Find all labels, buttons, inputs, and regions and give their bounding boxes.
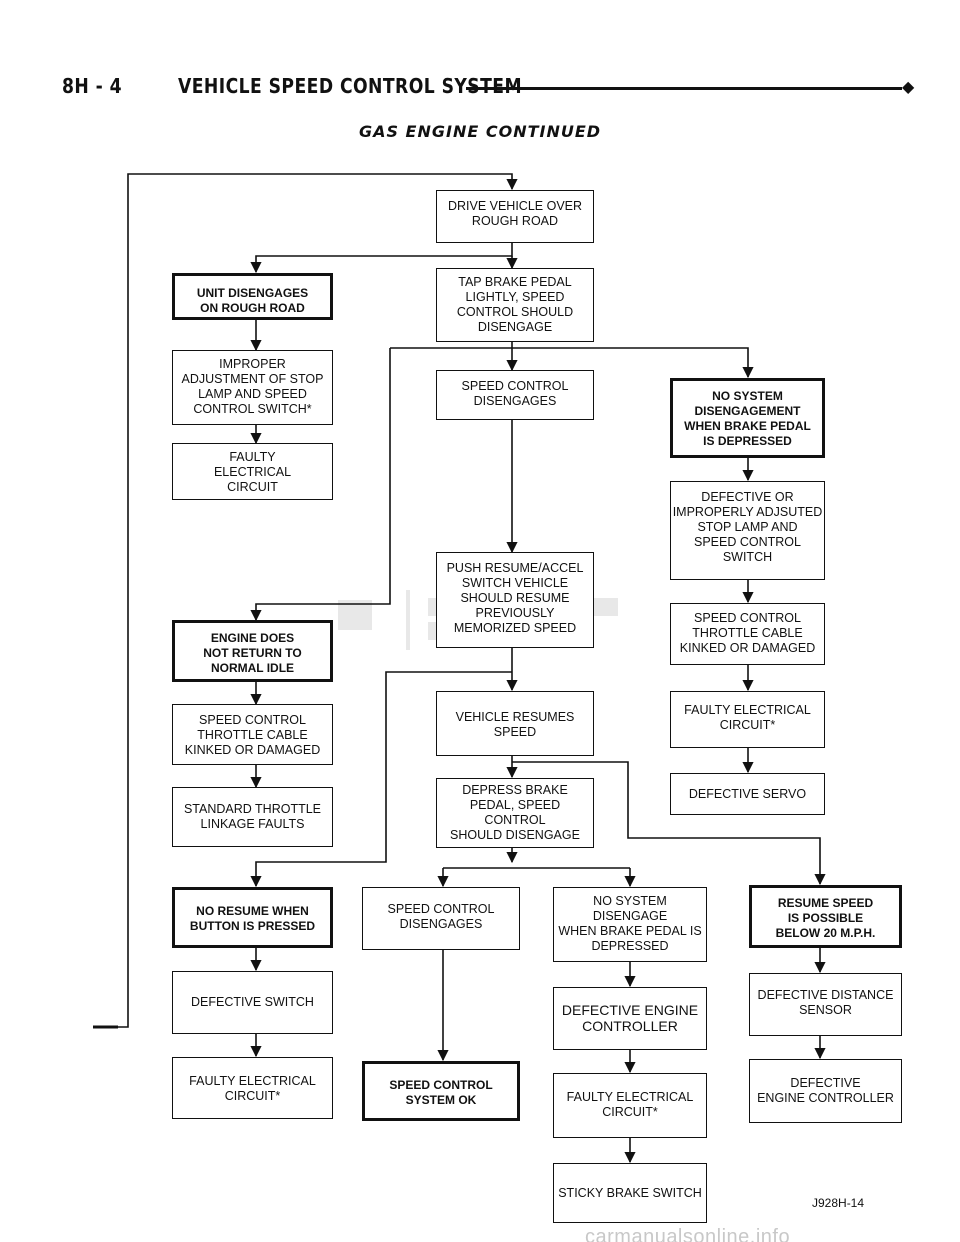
symptom-unit-disengages: UNIT DISENGAGES ON ROUGH ROAD: [172, 273, 333, 320]
result-speed-control-disengages-2: SPEED CONTROL DISENGAGES: [362, 887, 520, 950]
cause-standard-throttle: STANDARD THROTTLE LINKAGE FAULTS: [172, 787, 333, 847]
symptom-resume-possible: RESUME SPEED IS POSSIBLE BELOW 20 M.P.H.: [749, 885, 902, 948]
result-system-ok: SPEED CONTROL SYSTEM OK: [362, 1061, 520, 1121]
figure-code: J928H-14: [812, 1196, 865, 1210]
cause-throttle-cable-left: SPEED CONTROL THROTTLE CABLE KINKED OR D…: [172, 704, 333, 765]
symptom-no-system-disengagement: NO SYSTEM DISENGAGEMENT WHEN BRAKE PEDAL…: [670, 378, 825, 458]
cause-defective-engine-controller-2: DEFECTIVE ENGINE CONTROLLER: [749, 1059, 902, 1123]
cause-throttle-cable-right: SPEED CONTROL THROTTLE CABLE KINKED OR D…: [670, 603, 825, 665]
step-drive-rough-road: DRIVE VEHICLE OVER ROUGH ROAD: [436, 190, 594, 243]
symptom-engine-not-idle: ENGINE DOES NOT RETURN TO NORMAL IDLE: [172, 620, 333, 682]
cause-defective-distance-sensor: DEFECTIVE DISTANCE SENSOR: [749, 973, 902, 1036]
cause-defective-stop-lamp-switch: DEFECTIVE OR IMPROPERLY ADJSUTED STOP LA…: [670, 481, 825, 580]
cause-improper-adjustment: IMPROPER ADJUSTMENT OF STOP LAMP AND SPE…: [172, 350, 333, 425]
section-subtitle: GAS ENGINE CONTINUED: [358, 122, 602, 141]
cause-defective-switch: DEFECTIVE SWITCH: [172, 971, 333, 1034]
cause-faulty-circuit-bottom-mid: FAULTY ELECTRICAL CIRCUIT*: [553, 1073, 707, 1138]
cause-faulty-circuit-right: FAULTY ELECTRICAL CIRCUIT*: [670, 691, 825, 748]
cause-sticky-brake-switch: STICKY BRAKE SWITCH: [553, 1163, 707, 1223]
result-vehicle-resumes: VEHICLE RESUMES SPEED: [436, 691, 594, 756]
step-push-resume: PUSH RESUME/ACCEL SWITCH VEHICLE SHOULD …: [436, 552, 594, 648]
result-speed-control-disengages: SPEED CONTROL DISENGAGES: [436, 370, 594, 420]
step-depress-brake: DEPRESS BRAKE PEDAL, SPEED CONTROL SHOUL…: [436, 778, 594, 848]
step-tap-brake: TAP BRAKE PEDAL LIGHTLY, SPEED CONTROL S…: [436, 268, 594, 342]
footer-watermark: carmanualsonline.info: [585, 1226, 791, 1242]
symptom-no-system-disengage: NO SYSTEM DISENGAGE WHEN BRAKE PEDAL IS …: [553, 887, 707, 962]
section-number: 8H - 4: [62, 74, 123, 98]
cause-faulty-circuit-left: FAULTY ELECTRICAL CIRCUIT: [172, 443, 333, 500]
header-rule: [466, 87, 902, 90]
page-title: VEHICLE SPEED CONTROL SYSTEM: [178, 74, 522, 98]
cause-faulty-circuit-bottom-left: FAULTY ELECTRICAL CIRCUIT*: [172, 1057, 333, 1119]
cause-defective-engine-controller: DEFECTIVE ENGINE CONTROLLER: [553, 987, 707, 1050]
symptom-no-resume: NO RESUME WHEN BUTTON IS PRESSED: [172, 887, 333, 948]
cause-defective-servo: DEFECTIVE SERVO: [670, 773, 825, 815]
bullet-diamond-icon: ◆: [902, 77, 915, 96]
